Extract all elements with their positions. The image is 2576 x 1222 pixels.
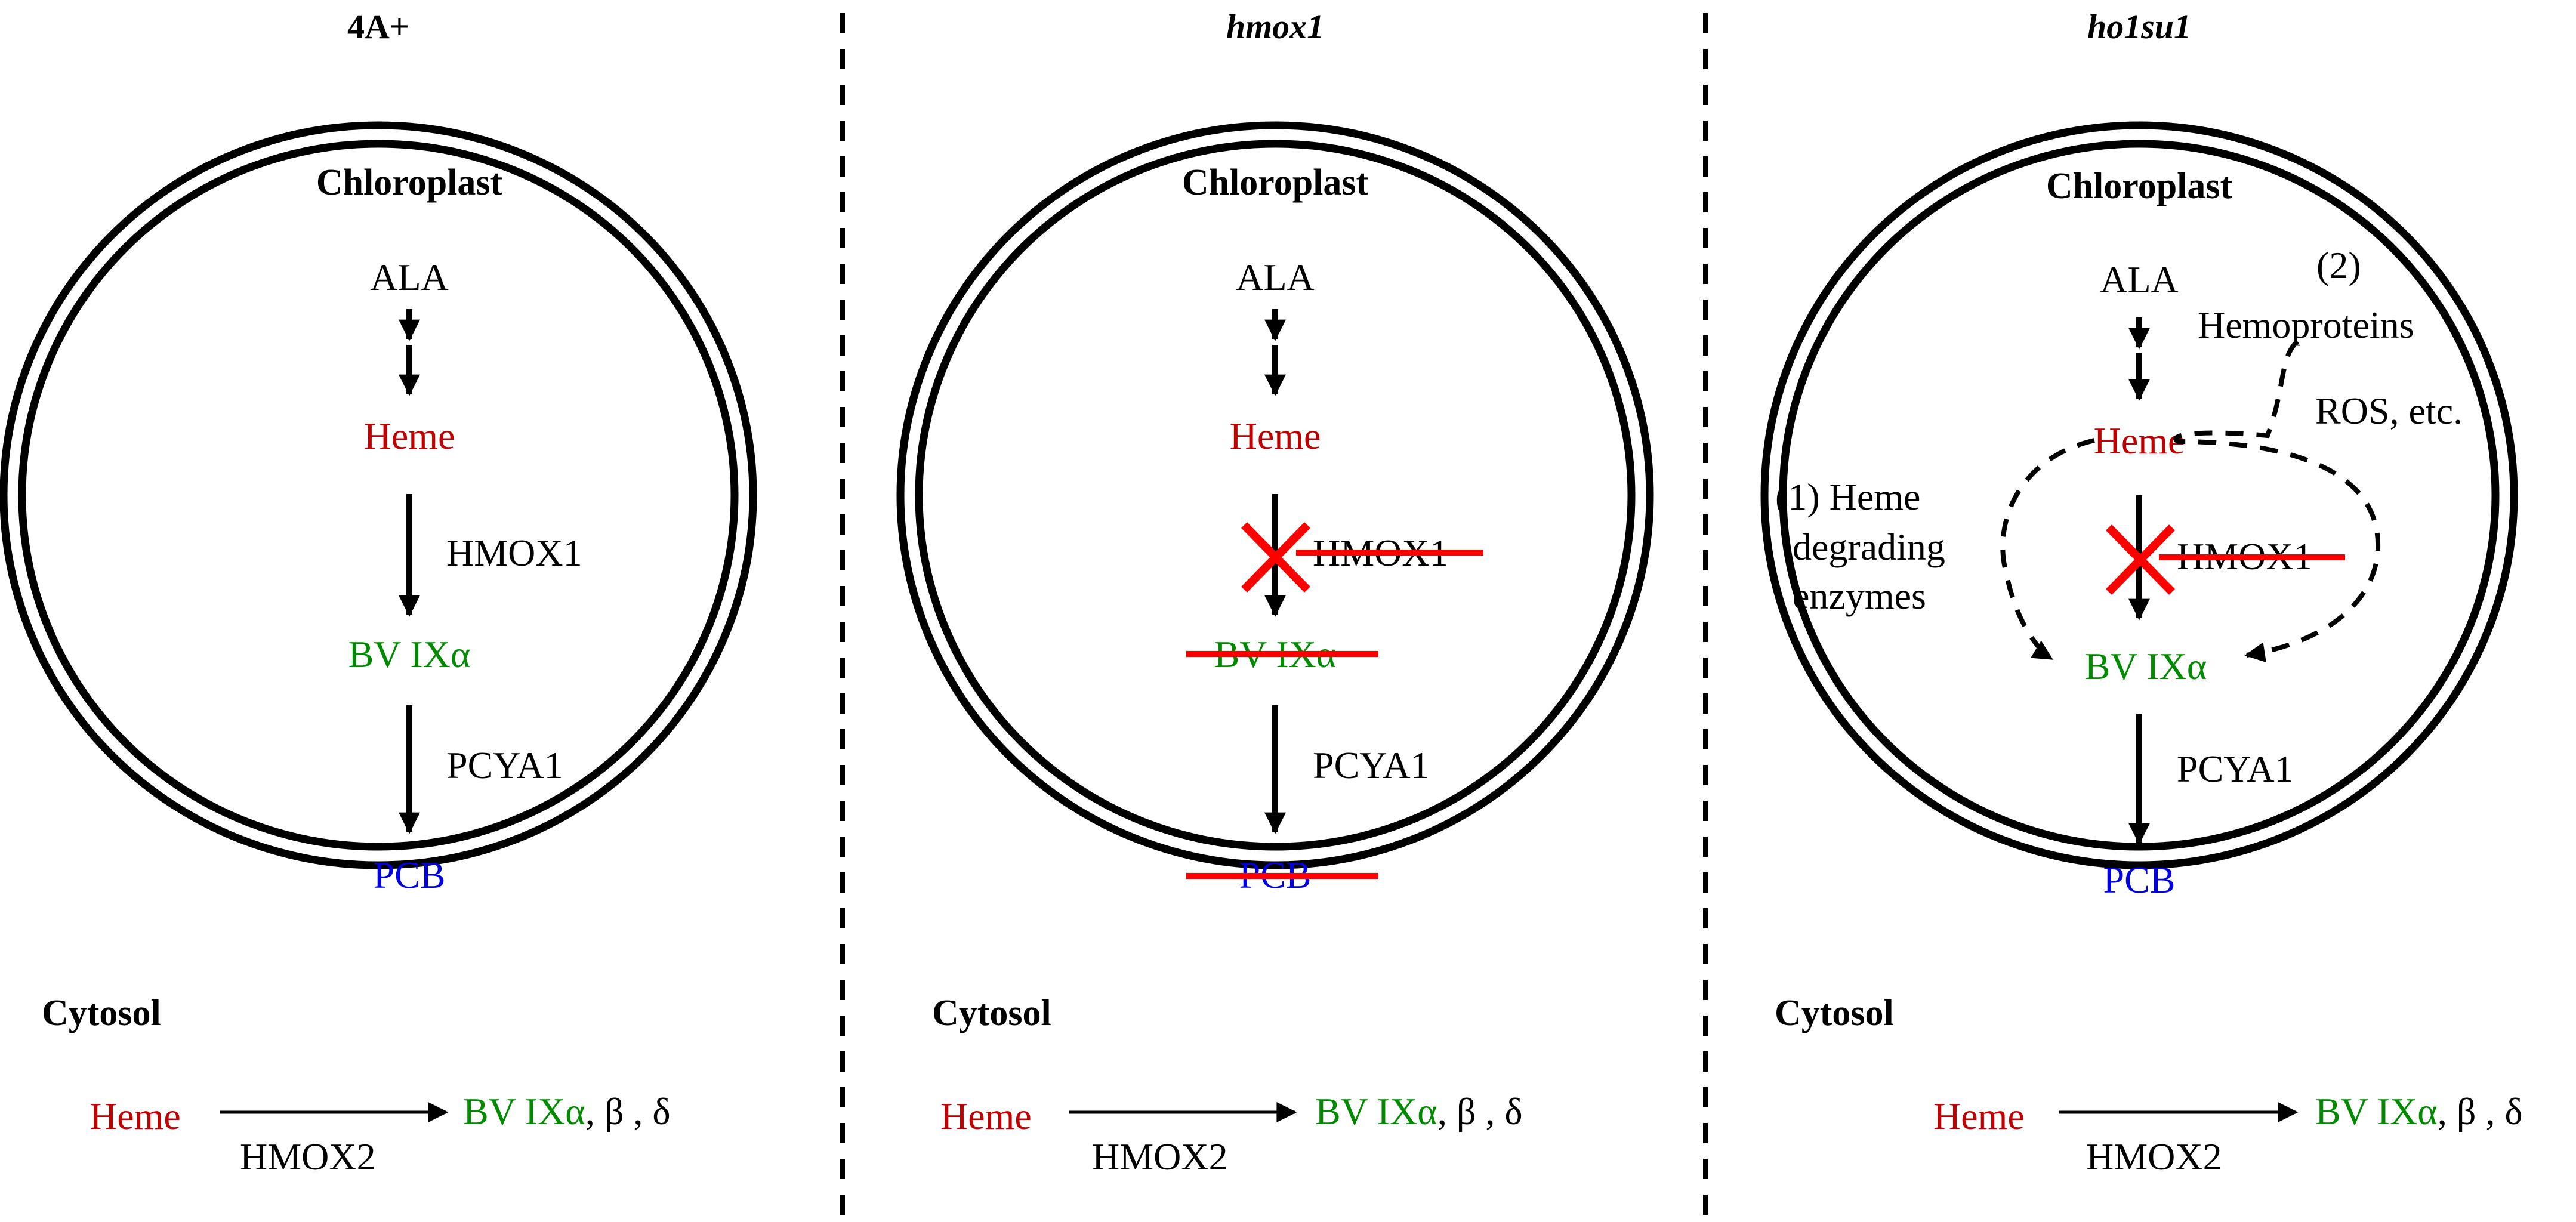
cytosol-label: Cytosol [42, 993, 161, 1033]
heme-label: Heme [2094, 419, 2185, 462]
pcb-label: PCB [374, 854, 446, 896]
cytosol-other-isomers: , β , δ [2438, 1090, 2523, 1132]
cytosol-heme-label: Heme [90, 1095, 181, 1137]
pcb-label: PCB [2103, 859, 2176, 901]
pcya1-label: PCYA1 [446, 744, 563, 786]
ala-label: ALA [1236, 256, 1315, 298]
alt-pathway-1-label-line2: degrading [1793, 526, 1945, 568]
heme-label: Heme [1230, 415, 1321, 457]
cytosol-heme-label: Heme [940, 1095, 1032, 1137]
cytosol-bv-isomers: BV IXα, β , δ [2315, 1090, 2523, 1132]
pcya1-label: PCYA1 [1313, 744, 1430, 786]
cytosol-bv-label: BV IXα [2315, 1090, 2438, 1132]
cytosol-bv-label: BV IXα [1315, 1090, 1437, 1132]
alt-pathway-1-dashed-arrow [2000, 438, 2095, 661]
panel-hmox1: hmox1 Chloroplast ALA Heme HMOX1 BV IXα … [896, 7, 1654, 1178]
cytosol-bv-label: BV IXα [463, 1090, 585, 1132]
chloroplast-outer-membrane [1760, 121, 2518, 869]
cytosol-bv-isomers: BV IXα, β , δ [1315, 1090, 1523, 1132]
heme-label: Heme [364, 415, 455, 457]
ala-label: ALA [2100, 258, 2179, 301]
alt-pathway-2-label-line3: ROS, etc. [2315, 390, 2463, 432]
hmox1-label: HMOX1 [446, 532, 582, 574]
chloroplast-inner-membrane [18, 140, 739, 851]
cytosol-heme-label: Heme [1933, 1095, 2025, 1137]
cytosol-label: Cytosol [932, 993, 1051, 1033]
cytosol-label: Cytosol [1775, 993, 1894, 1033]
chloroplast-label: Chloroplast [2046, 166, 2233, 206]
pcya1-label: PCYA1 [2177, 748, 2294, 790]
cytosol-bv-isomers: BV IXα, β , δ [463, 1090, 671, 1132]
panel-title: ho1su1 [2087, 7, 2191, 46]
alt-pathway-2-dashed-arrow [2173, 340, 2381, 663]
panel-title: 4A+ [347, 7, 409, 46]
chloroplast-outer-membrane [896, 121, 1654, 869]
panel-title: hmox1 [1226, 7, 1324, 46]
chloroplast-outer-membrane [0, 121, 757, 869]
biliverdin-label: BV IXα [348, 633, 471, 675]
chloroplast-inner-membrane [1779, 140, 2500, 851]
chloroplast-label: Chloroplast [316, 162, 503, 203]
blocked-step-x-mark-b [1241, 522, 1310, 593]
alt-pathway-2-label-line1: (2) [2316, 244, 2361, 286]
panel-ho1su1: ho1su1 Chloroplast ALA Heme HMOX1 (1) He… [1760, 7, 2523, 1178]
biliverdin-label: BV IXα [2085, 645, 2207, 687]
alt-pathway-1-label-line3: enzymes [1793, 575, 1926, 617]
hmox2-label: HMOX2 [1092, 1135, 1228, 1178]
alt-pathway-2-label-line2: Hemoproteins [2198, 304, 2414, 346]
chloroplast-label: Chloroplast [1182, 162, 1369, 203]
alt-pathway-1-label-line1: (1) Heme [1775, 476, 1920, 518]
cytosol-other-isomers: , β , δ [1437, 1090, 1523, 1132]
panel-4a-plus: 4A+ Chloroplast ALA Heme HMOX1 BV IXα PC… [0, 7, 757, 1178]
chloroplast-inner-membrane [915, 140, 1636, 851]
blocked-step-x-mark-b [2106, 524, 2175, 595]
hmox2-label: HMOX2 [2086, 1135, 2222, 1178]
ala-label: ALA [370, 256, 449, 298]
hmox2-label: HMOX2 [240, 1135, 376, 1178]
cytosol-other-isomers: , β , δ [585, 1090, 671, 1132]
